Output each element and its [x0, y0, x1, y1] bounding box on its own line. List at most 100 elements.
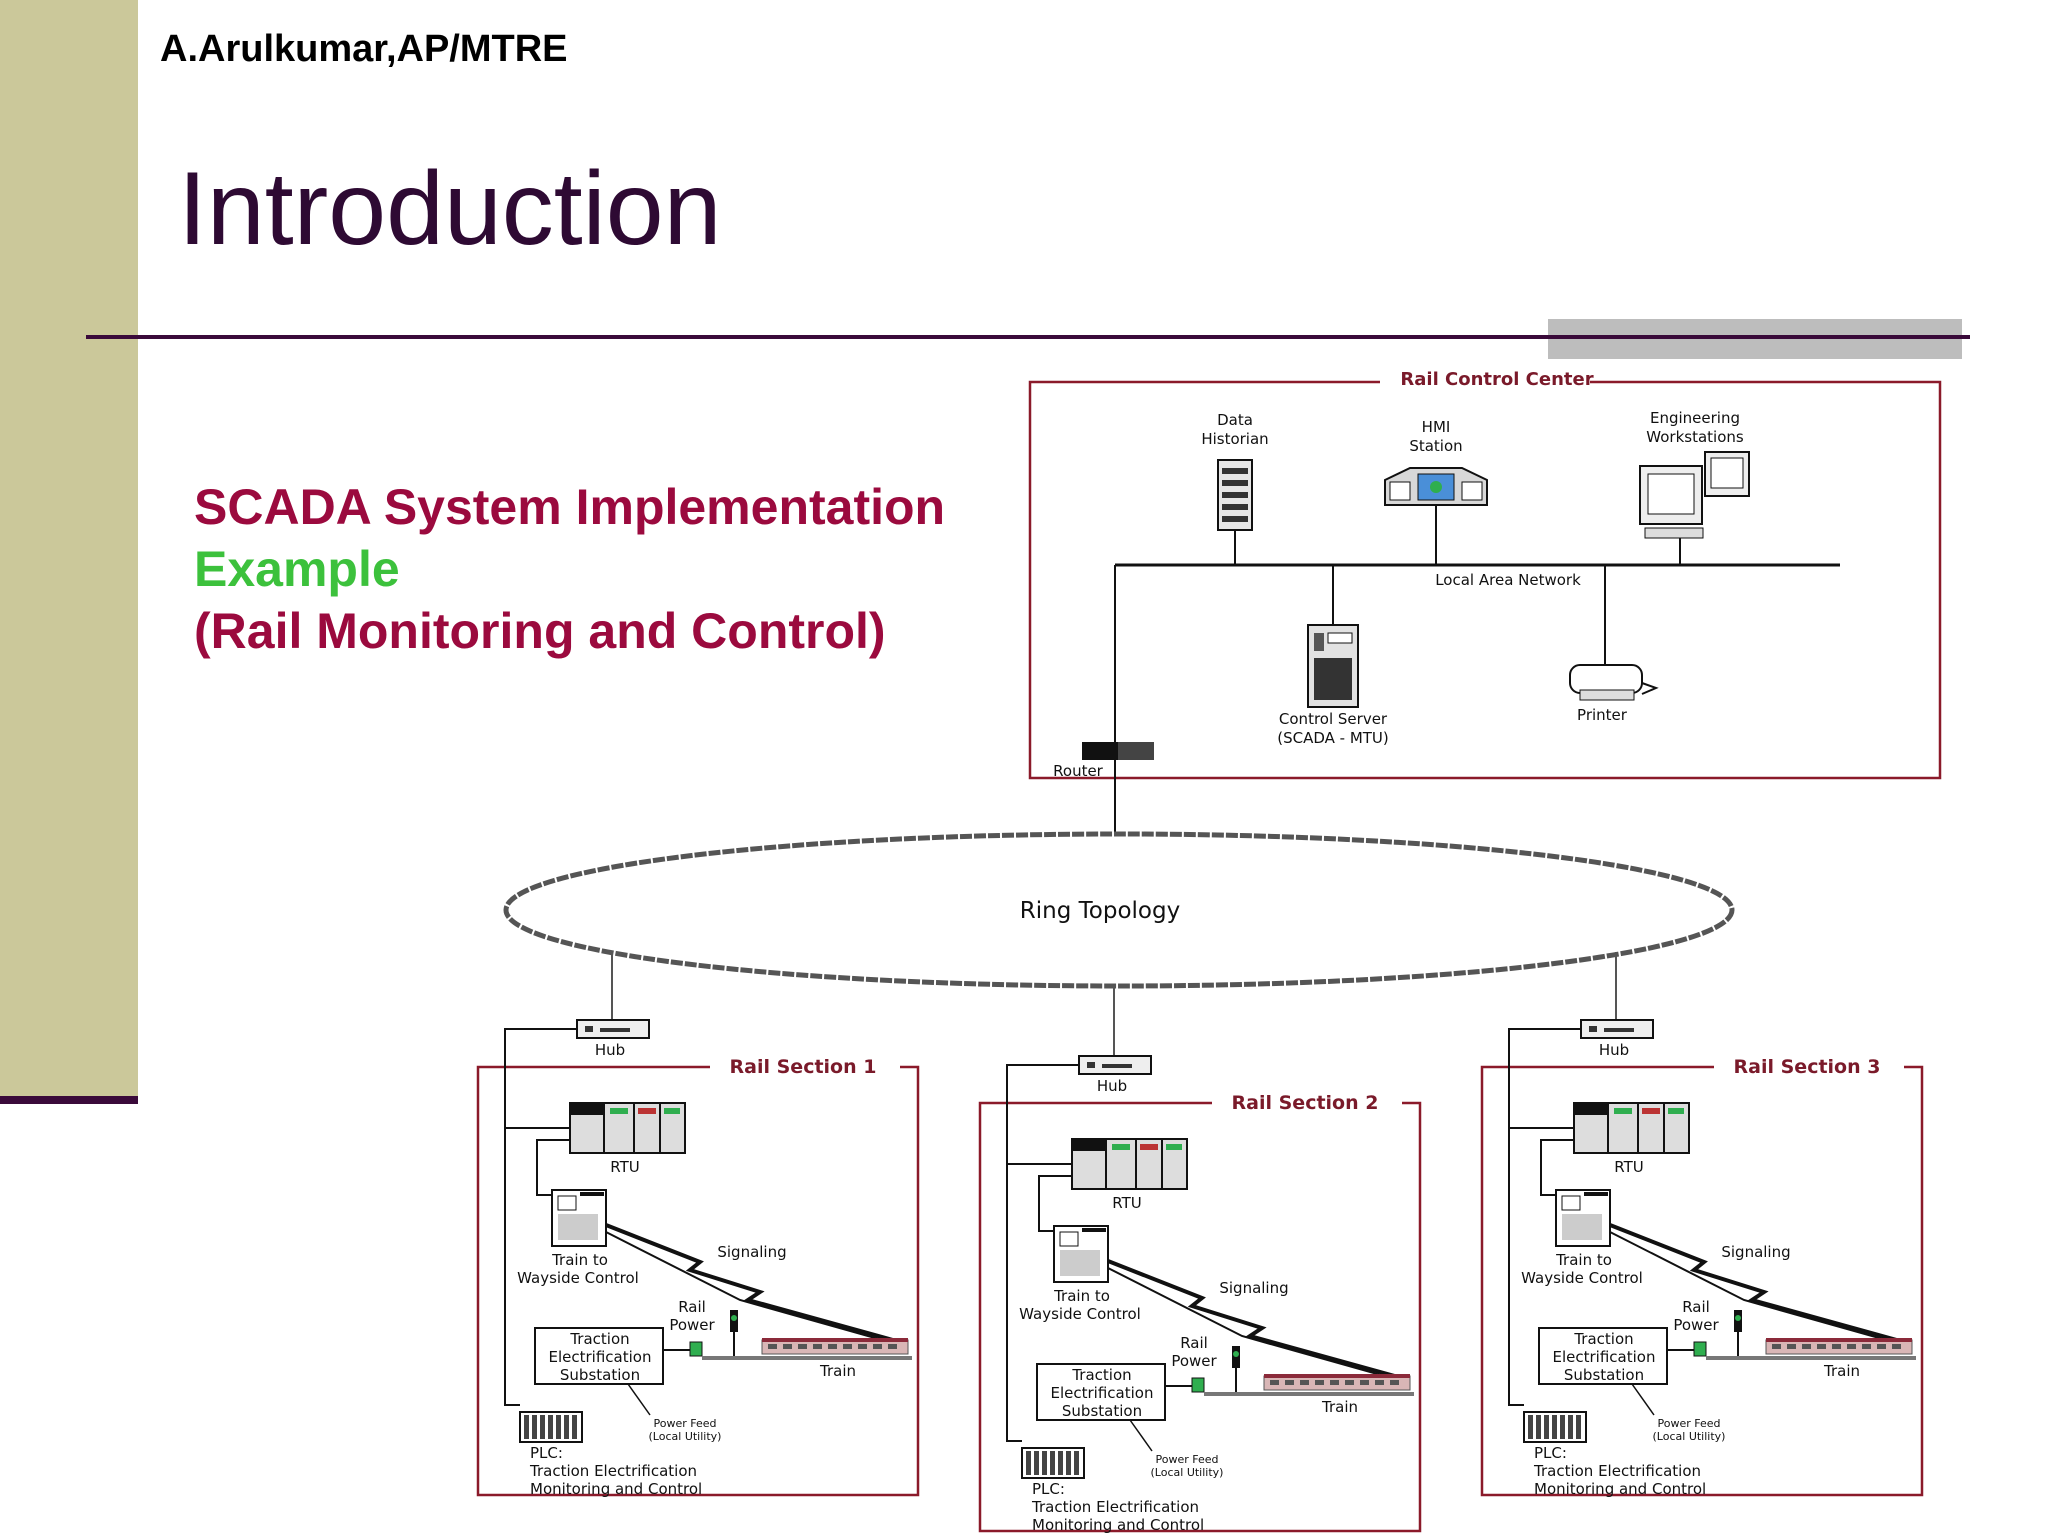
power-feed-link [1129, 1419, 1153, 1452]
wayside-label-1: Train to [551, 1251, 608, 1269]
traction-label-3: Substation [1062, 1402, 1142, 1420]
rtu-icon [569, 1102, 686, 1154]
signaling-label: Signaling [1721, 1243, 1790, 1261]
section-frame [978, 1101, 1422, 1533]
section-title: Rail Section 3 [1734, 1056, 1881, 1078]
breaker-icon [1693, 1341, 1707, 1357]
signal-light-icon [1232, 1346, 1240, 1396]
hub-wiring [504, 1028, 577, 1406]
signaling-link [1107, 1259, 1403, 1380]
plc-label-2: Traction Electrification [1031, 1498, 1199, 1516]
subtitle-line-1: SCADA System Implementation [194, 479, 946, 535]
plc-label-3: Monitoring and Control [1534, 1480, 1706, 1498]
hub-icon [1078, 1055, 1152, 1075]
traction-label-2: Electrification [1051, 1384, 1154, 1402]
data-historian-label-2: Historian [1201, 430, 1268, 448]
train-label: Train [1823, 1362, 1860, 1380]
hub-wiring [1006, 1064, 1079, 1442]
wayside-label-2: Wayside Control [517, 1269, 639, 1287]
signal-light-icon [1734, 1310, 1742, 1360]
ring-topology: Ring Topology [503, 831, 1735, 989]
subtitle-line-2: Example [194, 541, 400, 597]
hub-label: Hub [595, 1041, 625, 1059]
page-title: Introduction [178, 151, 722, 267]
traction-label-1: Traction [1071, 1366, 1131, 1384]
control-server-label-1: Control Server [1279, 710, 1388, 728]
data-historian-icon [1217, 459, 1253, 531]
section-frame [1480, 1065, 1924, 1497]
traction-substation-box [1538, 1327, 1668, 1385]
plc-label-3: Monitoring and Control [1032, 1516, 1204, 1534]
train-icon [761, 1338, 909, 1355]
router-label: Router [1053, 762, 1104, 780]
control-center-title: Rail Control Center [1400, 369, 1593, 390]
signaling-link-2 [1609, 1231, 1905, 1346]
ring-ellipse [503, 831, 1735, 989]
ring-label: Ring Topology [1020, 898, 1180, 924]
signaling-link [1609, 1223, 1905, 1344]
plc-label-1: PLC: [530, 1444, 563, 1462]
wayside-controller-icon [1053, 1225, 1109, 1283]
power-feed-label-2: (Local Utility) [1653, 1430, 1726, 1443]
rail-power-label-2: Power [669, 1316, 715, 1334]
plc-label-1: PLC: [1032, 1480, 1065, 1498]
control-server-label-2: (SCADA - MTU) [1277, 729, 1389, 747]
signaling-link [605, 1223, 901, 1344]
signaling-label: Signaling [717, 1243, 786, 1261]
signaling-link-2 [605, 1231, 901, 1346]
sidebar-bar [0, 0, 138, 1100]
hub-icon [576, 1019, 650, 1039]
traction-substation-box [1036, 1363, 1166, 1421]
plc-label-3: Monitoring and Control [530, 1480, 702, 1498]
signaling-label: Signaling [1219, 1279, 1288, 1297]
section-title: Rail Section 2 [1232, 1092, 1379, 1114]
hmi-label-1: HMI [1422, 418, 1451, 436]
engineering-label-2: Workstations [1646, 428, 1744, 446]
traction-label-1: Traction [569, 1330, 629, 1348]
wayside-wiring [1038, 1175, 1072, 1232]
data-historian-label-1: Data [1217, 411, 1253, 429]
plc-label-2: Traction Electrification [1533, 1462, 1701, 1480]
signaling-link-2 [1107, 1267, 1403, 1382]
plc-label-1: PLC: [1534, 1444, 1567, 1462]
printer-label: Printer [1577, 706, 1628, 724]
hub-label: Hub [1097, 1077, 1127, 1095]
traction-label-2: Electrification [1553, 1348, 1656, 1366]
sidebar-bar-bottom-rule [0, 1096, 138, 1104]
control-center-frame [1028, 380, 1942, 780]
traction-substation-box [534, 1327, 664, 1385]
slide-subtitle: SCADA System Implementation Example (Rai… [194, 476, 945, 662]
wayside-wiring [1540, 1139, 1574, 1196]
breaker-icon [1191, 1377, 1205, 1393]
traction-label-2: Electrification [549, 1348, 652, 1366]
hub-icon [1580, 1019, 1654, 1039]
hub-wiring [1508, 1028, 1581, 1406]
title-divider [86, 335, 1970, 339]
train-label: Train [819, 1362, 856, 1380]
power-feed-label-2: (Local Utility) [1151, 1466, 1224, 1479]
rtu-icon [1071, 1138, 1188, 1190]
rail-power-label-1: Rail [1180, 1334, 1208, 1352]
section-title: Rail Section 1 [730, 1056, 877, 1078]
plc-label-2: Traction Electrification [529, 1462, 697, 1480]
rail-power-label-2: Power [1171, 1352, 1217, 1370]
wayside-label-1: Train to [1555, 1251, 1612, 1269]
hmi-station-icon [1384, 467, 1488, 506]
signal-light-icon [730, 1310, 738, 1360]
power-feed-link [627, 1383, 651, 1416]
wayside-controller-icon [551, 1189, 607, 1247]
traction-label-3: Substation [1564, 1366, 1644, 1384]
traction-label-1: Traction [1573, 1330, 1633, 1348]
train-icon [1765, 1338, 1913, 1355]
plc-icon [1523, 1411, 1587, 1443]
header-accent-block [1548, 319, 1962, 359]
rail-power-label-2: Power [1673, 1316, 1719, 1334]
train-label: Train [1321, 1398, 1358, 1416]
wayside-label-1: Train to [1053, 1287, 1110, 1305]
power-feed-label-1: Power Feed [654, 1417, 717, 1430]
router-icon [1082, 742, 1154, 760]
